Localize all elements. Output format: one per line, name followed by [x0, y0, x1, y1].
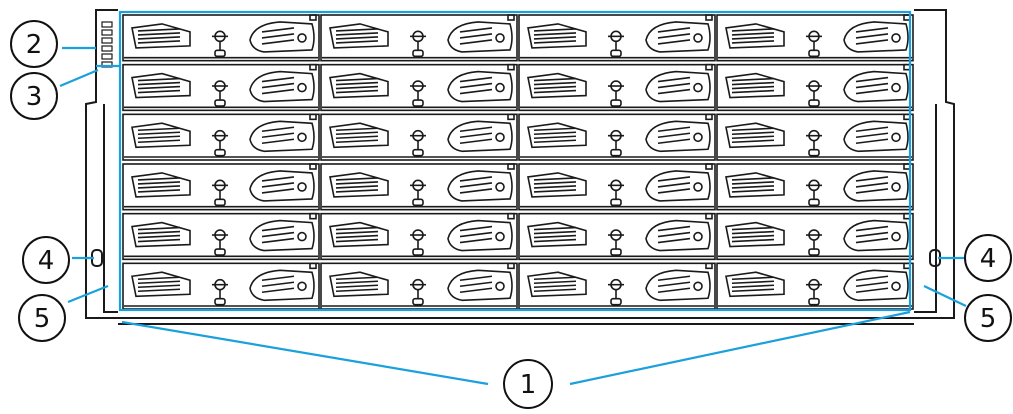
drive-bay	[716, 14, 914, 62]
leader-3	[59, 68, 99, 88]
drive-bay	[716, 113, 914, 161]
drive-bay	[320, 262, 518, 310]
status-led-panel	[101, 21, 113, 68]
callout-markers: 2 3 4 5 4 5 1	[10, 20, 1012, 409]
status-led	[101, 53, 113, 60]
drive-bay	[122, 14, 320, 62]
callout-leaders	[59, 10, 967, 386]
callout-label: 5	[34, 304, 51, 334]
bottom-rail	[118, 317, 914, 325]
leader-1a	[121, 320, 489, 386]
callout-2: 2	[10, 20, 58, 68]
callout-4-right: 4	[964, 234, 1012, 282]
drive-bay	[122, 212, 320, 261]
callout-label: 3	[26, 82, 43, 112]
left-rack-ear	[85, 9, 118, 319]
callout-label: 5	[980, 304, 997, 334]
chassis-body	[85, 9, 955, 325]
drive-bay	[716, 212, 914, 261]
callout-4-left: 4	[22, 236, 70, 284]
drive-bay	[122, 262, 320, 310]
drive-bay	[716, 63, 914, 112]
drive-bay	[518, 163, 716, 211]
drive-bay	[518, 212, 716, 261]
leader-1b	[569, 310, 911, 386]
drive-bay	[122, 163, 320, 211]
drive-bay	[320, 212, 518, 261]
drive-bay	[122, 63, 320, 112]
drive-bay	[122, 113, 320, 161]
leader-5-left	[67, 284, 109, 304]
status-led	[101, 21, 113, 28]
callout-label: 4	[38, 246, 55, 276]
callout-label: 2	[26, 30, 43, 60]
status-led	[101, 37, 113, 44]
drive-bay-grid	[122, 14, 914, 310]
callout-3: 3	[10, 72, 58, 120]
drive-bay	[716, 262, 914, 310]
callout-1: 1	[503, 359, 553, 409]
drive-bay	[320, 163, 518, 211]
leader-5-right	[923, 285, 967, 307]
callout-label: 1	[520, 370, 537, 400]
status-led	[101, 45, 113, 52]
drive-bay	[518, 14, 716, 62]
callout-5-left: 5	[18, 294, 66, 342]
drive-bay	[716, 163, 914, 211]
callout-label: 4	[980, 244, 997, 274]
status-led	[101, 29, 113, 36]
drive-bay	[518, 262, 716, 310]
callout-5-right: 5	[964, 294, 1012, 342]
right-rack-ear	[914, 9, 955, 319]
drive-bay	[320, 14, 518, 62]
bay-area-highlight	[118, 10, 912, 312]
drive-bay	[320, 63, 518, 112]
drive-bay	[320, 113, 518, 161]
drive-bay	[518, 113, 716, 161]
drive-bay	[518, 63, 716, 112]
